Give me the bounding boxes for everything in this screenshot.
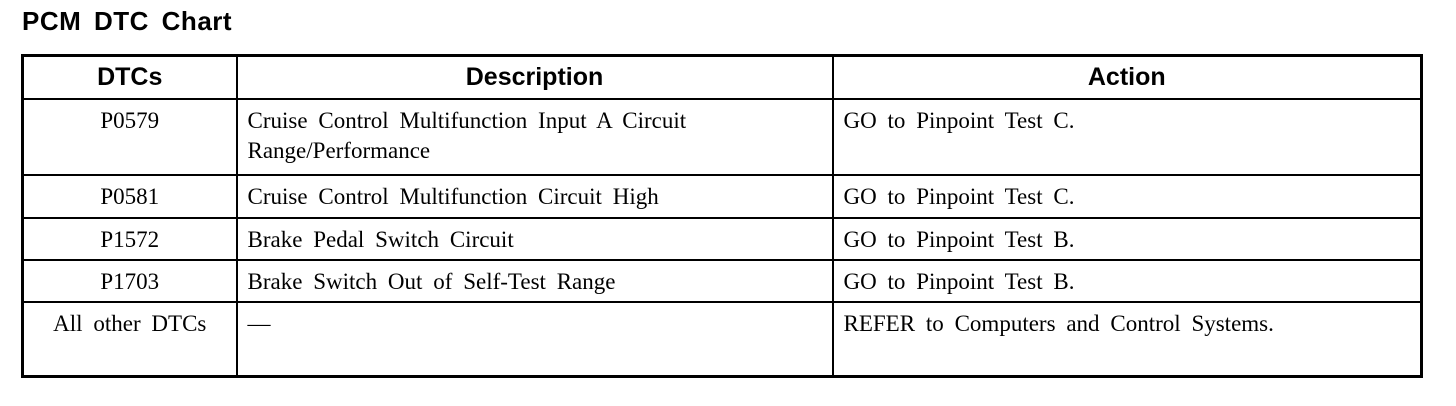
description-cell: Brake Switch Out of Self-Test Range bbox=[235, 258, 834, 304]
column-header-description: Description bbox=[235, 54, 834, 100]
action-cell: REFER to Computers and Control Systems. bbox=[831, 301, 1423, 378]
action-cell: GO to Pinpoint Test C. bbox=[831, 173, 1423, 219]
table-header-row: DTCs Description Action bbox=[21, 54, 1423, 100]
description-cell: — bbox=[235, 301, 834, 378]
table-row: P1572 Brake Pedal Switch Circuit GO to P… bbox=[21, 216, 1423, 261]
column-header-action: Action bbox=[831, 54, 1423, 100]
action-cell: GO to Pinpoint Test B. bbox=[831, 258, 1423, 304]
dtc-code-cell: All other DTCs bbox=[21, 301, 238, 378]
column-header-dtcs: DTCs bbox=[21, 54, 238, 100]
description-cell: Brake Pedal Switch Circuit bbox=[235, 216, 834, 261]
table-row: P0581 Cruise Control Multifunction Circu… bbox=[21, 173, 1423, 219]
dtc-code-cell: P0579 bbox=[21, 97, 238, 176]
pcm-dtc-table: DTCs Description Action P0579 Cruise Con… bbox=[21, 54, 1423, 378]
description-cell: Cruise Control Multifunction Input A Cir… bbox=[235, 97, 834, 176]
dtc-code-cell: P0581 bbox=[21, 173, 238, 219]
table-row: P1703 Brake Switch Out of Self-Test Rang… bbox=[21, 258, 1423, 304]
table-row: All other DTCs — REFER to Computers and … bbox=[21, 301, 1423, 378]
action-cell: GO to Pinpoint Test B. bbox=[831, 216, 1423, 261]
description-cell: Cruise Control Multifunction Circuit Hig… bbox=[235, 173, 834, 219]
dtc-code-cell: P1703 bbox=[21, 258, 238, 304]
dtc-code-cell: P1572 bbox=[21, 216, 238, 261]
action-cell: GO to Pinpoint Test C. bbox=[831, 97, 1423, 176]
page-title: PCM DTC Chart bbox=[22, 6, 233, 36]
table-row: P0579 Cruise Control Multifunction Input… bbox=[21, 97, 1423, 176]
